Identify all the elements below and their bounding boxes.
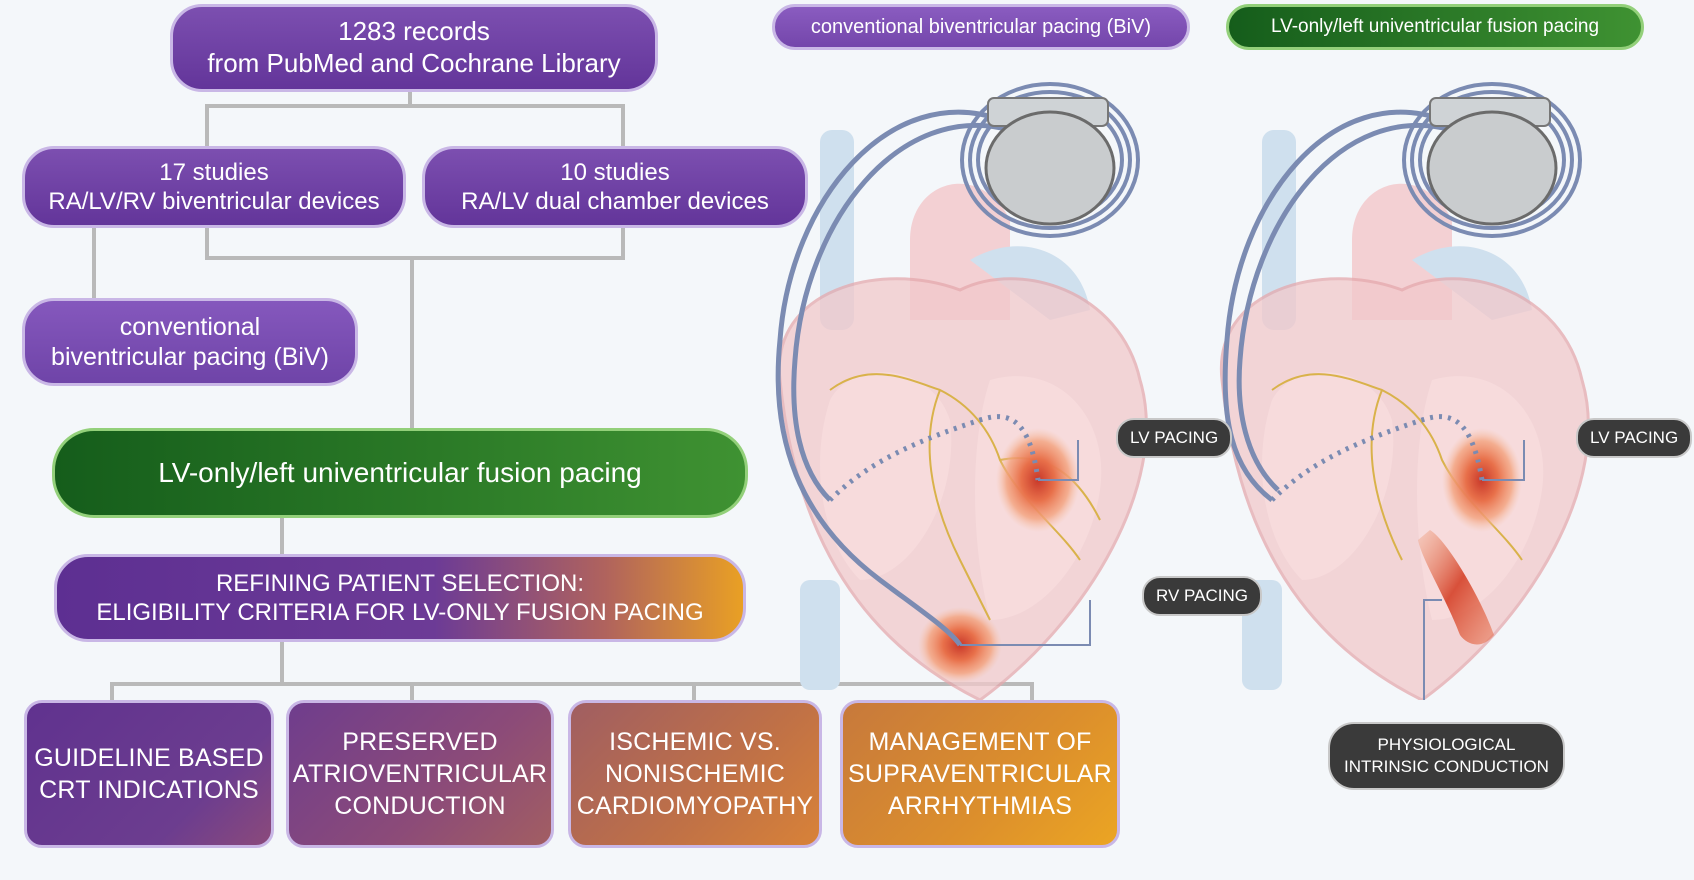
- criterion-av-conduction: PRESERVED ATRIOVENTRICULAR CONDUCTION: [286, 700, 554, 848]
- dual-studies-count: 10 studies: [560, 158, 670, 186]
- lv-lv-pacing-tag: LV PACING: [1576, 418, 1693, 458]
- criterion-line: CRT INDICATIONS: [39, 776, 259, 804]
- biv-heart-illustration: [775, 82, 1148, 700]
- biv-devices-label: RA/LV/RV biventricular devices: [48, 188, 380, 215]
- connector: [408, 90, 412, 106]
- dual-devices-box: 10 studies RA/LV dual chamber devices: [422, 146, 808, 228]
- criterion-line: ARRHYTHMIAS: [887, 792, 1073, 820]
- records-box: 1283 records from PubMed and Cochrane Li…: [170, 4, 658, 92]
- biv-devices-box: 17 studies RA/LV/RV biventricular device…: [22, 146, 406, 228]
- conventional-biv-box: conventional biventricular pacing (BiV): [22, 298, 358, 386]
- connector: [280, 640, 284, 684]
- connector: [92, 226, 96, 300]
- connector: [621, 226, 625, 260]
- dual-devices-label: RA/LV dual chamber devices: [461, 188, 769, 215]
- connector: [280, 515, 284, 555]
- biv-rv-pacing-tag: RV PACING: [1142, 576, 1262, 616]
- lv-panel-title-text: LV-only/left univentricular fusion pacin…: [1270, 16, 1600, 38]
- lv-heart-illustration: [1219, 82, 1590, 700]
- criterion-line: GUIDELINE BASED: [34, 744, 264, 772]
- criterion-cardiomyopathy: ISCHEMIC VS. NONISCHEMIC CARDIOMYOPATHY: [568, 700, 822, 848]
- tag-text: LV PACING: [1130, 428, 1219, 447]
- criterion-line: ISCHEMIC VS.: [609, 728, 781, 756]
- criterion-line: ATRIOVENTRICULAR: [292, 760, 548, 788]
- records-count: 1283 records: [338, 16, 490, 47]
- connector: [410, 682, 414, 704]
- criterion-line: MANAGEMENT OF: [868, 728, 1092, 756]
- connector: [1030, 682, 1034, 704]
- connector: [205, 104, 625, 108]
- criterion-crt-indications: GUIDELINE BASED CRT INDICATIONS: [24, 700, 274, 848]
- refining-selection-box: REFINING PATIENT SELECTION: ELIGIBILITY …: [54, 554, 746, 642]
- tag-text: LV PACING: [1590, 428, 1679, 447]
- conventional-label: conventional: [119, 312, 261, 341]
- criterion-line: CARDIOMYOPATHY: [576, 792, 814, 820]
- lv-only-fusion-box: LV-only/left univentricular fusion pacin…: [52, 428, 748, 518]
- lv-panel-title: LV-only/left univentricular fusion pacin…: [1226, 4, 1644, 50]
- criterion-line: PRESERVED: [342, 728, 498, 756]
- tag-text: INTRINSIC CONDUCTION: [1344, 757, 1549, 777]
- eligibility-heading: ELIGIBILITY CRITERIA FOR LV-ONLY FUSION …: [96, 599, 704, 626]
- connector: [410, 256, 414, 430]
- lv-only-label: LV-only/left univentricular fusion pacin…: [158, 456, 642, 488]
- refining-heading: REFINING PATIENT SELECTION:: [215, 569, 585, 597]
- criterion-line: SUPRAVENTRICULAR: [848, 760, 1112, 788]
- biv-pacing-label: biventricular pacing (BiV): [51, 343, 329, 371]
- biv-lv-pacing-tag: LV PACING: [1116, 418, 1233, 458]
- biv-studies-count: 17 studies: [159, 158, 269, 186]
- connector: [110, 682, 114, 704]
- connector: [205, 256, 625, 260]
- tag-text: RV PACING: [1156, 586, 1248, 605]
- connector: [205, 226, 209, 260]
- connector: [110, 682, 1034, 686]
- criterion-line: CONDUCTION: [334, 792, 506, 820]
- criterion-arrhythmias: MANAGEMENT OF SUPRAVENTRICULAR ARRHYTHMI…: [840, 700, 1120, 848]
- records-source: from PubMed and Cochrane Library: [207, 48, 621, 78]
- criterion-line: NONISCHEMIC: [605, 760, 785, 788]
- biv-panel-title: conventional biventricular pacing (BiV): [772, 4, 1190, 50]
- connector: [621, 104, 625, 148]
- connector: [692, 682, 696, 704]
- biv-panel-title-text: conventional biventricular pacing (BiV): [810, 15, 1152, 38]
- connector: [205, 104, 209, 148]
- intrinsic-conduction-tag: PHYSIOLOGICAL INTRINSIC CONDUCTION: [1328, 722, 1565, 791]
- tag-text: PHYSIOLOGICAL: [1377, 735, 1516, 754]
